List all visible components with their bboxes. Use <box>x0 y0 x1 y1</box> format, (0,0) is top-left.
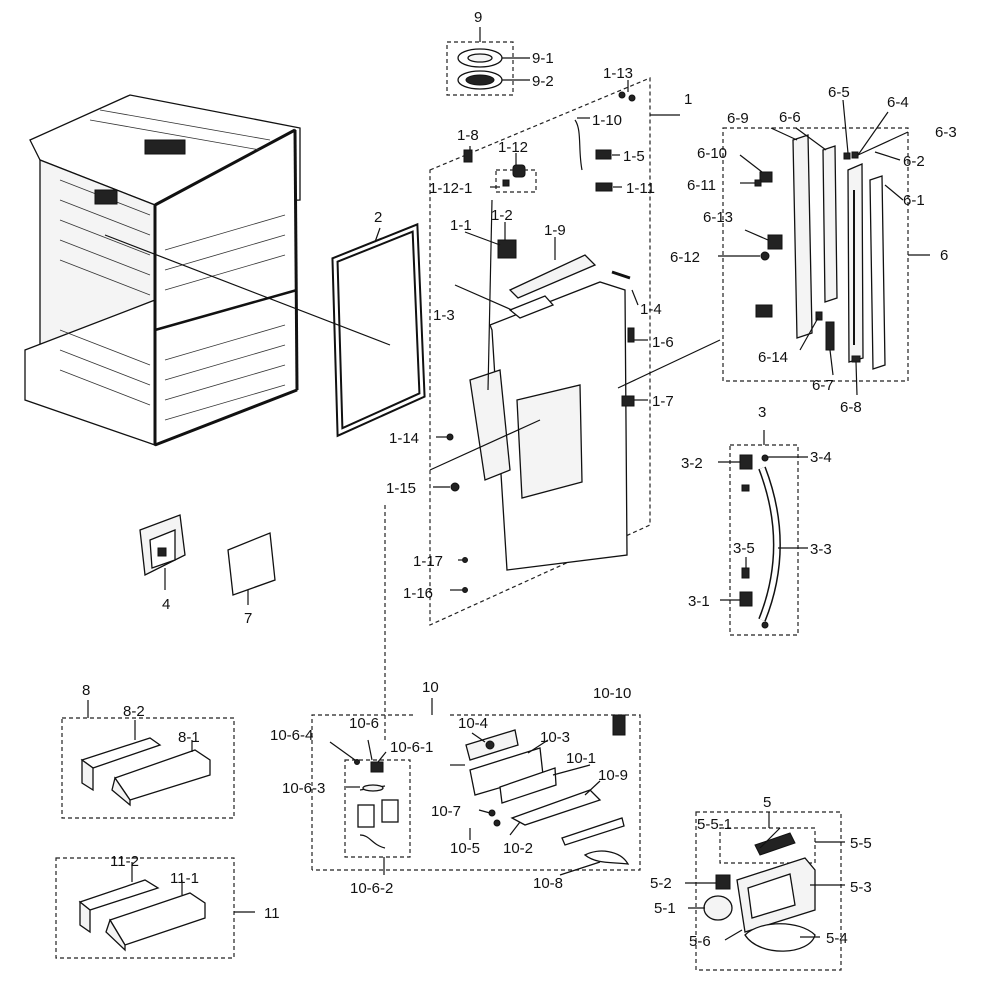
label-1-11: 1-11 <box>626 180 655 197</box>
label-1-16: 1-16 <box>403 585 433 602</box>
label-1-6: 1-6 <box>652 334 674 351</box>
label-10-5: 10-5 <box>450 840 480 857</box>
label-11: 11 <box>264 905 280 922</box>
label-1-12-1: 1-12-1 <box>429 180 472 197</box>
label-6-3: 6-3 <box>935 124 957 141</box>
label-3-5: 3-5 <box>733 540 755 557</box>
label-1-14: 1-14 <box>389 430 419 447</box>
label-1-4: 1-4 <box>640 301 662 318</box>
label-10-4: 10-4 <box>458 715 488 732</box>
label-9: 9 <box>474 9 482 26</box>
label-1: 1 <box>684 91 692 108</box>
label-10-6: 10-6 <box>349 715 379 732</box>
label-10-6-2: 10-6-2 <box>350 880 393 897</box>
label-4: 4 <box>162 596 170 613</box>
label-10-6-4: 10-6-4 <box>270 727 313 744</box>
label-11-1: 11-1 <box>170 870 199 887</box>
label-5-4: 5-4 <box>826 930 848 947</box>
label-10: 10 <box>422 679 439 696</box>
label-9-1: 9-1 <box>532 50 554 67</box>
label-1-13: 1-13 <box>603 65 633 82</box>
label-1-17: 1-17 <box>413 553 443 570</box>
label-1-12: 1-12 <box>498 139 528 156</box>
label-1-8: 1-8 <box>457 127 479 144</box>
label-8-1: 8-1 <box>178 729 200 746</box>
part-labels: 9 9-1 9-2 1-13 1 1-10 1-8 1-12 1-5 1-12-… <box>82 9 957 950</box>
label-3-2: 3-2 <box>681 455 703 472</box>
label-6-14: 6-14 <box>758 349 788 366</box>
label-1-10: 1-10 <box>592 112 622 129</box>
label-1-5: 1-5 <box>623 148 645 165</box>
label-1-2: 1-2 <box>491 207 513 224</box>
label-6-2: 6-2 <box>903 153 925 170</box>
label-10-10: 10-10 <box>593 685 631 702</box>
label-10-6-1: 10-6-1 <box>390 739 433 756</box>
label-6-5: 6-5 <box>828 84 850 101</box>
label-3-1: 3-1 <box>688 593 710 610</box>
label-9-2: 9-2 <box>532 73 554 90</box>
label-1-7: 1-7 <box>652 393 674 410</box>
label-10-3: 10-3 <box>540 729 570 746</box>
label-6-12: 6-12 <box>670 249 700 266</box>
label-1-15: 1-15 <box>386 480 416 497</box>
label-6-11: 6-11 <box>687 177 716 194</box>
label-6: 6 <box>940 247 948 264</box>
label-6-8: 6-8 <box>840 399 862 416</box>
label-10-9: 10-9 <box>598 767 628 784</box>
label-10-2: 10-2 <box>503 840 533 857</box>
label-3: 3 <box>758 404 766 421</box>
label-5-2: 5-2 <box>650 875 672 892</box>
label-5-3: 5-3 <box>850 879 872 896</box>
label-2: 2 <box>374 209 382 226</box>
label-5-5: 5-5 <box>850 835 872 852</box>
label-8: 8 <box>82 682 90 699</box>
label-6-1: 6-1 <box>903 192 925 209</box>
label-10-6-3: 10-6-3 <box>282 780 325 797</box>
label-3-3: 3-3 <box>810 541 832 558</box>
label-5-1: 5-1 <box>654 900 676 917</box>
label-10-7: 10-7 <box>431 803 461 820</box>
label-5-6: 5-6 <box>689 933 711 950</box>
label-1-9: 1-9 <box>544 222 566 239</box>
label-11-2: 11-2 <box>110 853 139 870</box>
label-6-10: 6-10 <box>697 145 727 162</box>
label-6-9: 6-9 <box>727 110 749 127</box>
label-7: 7 <box>244 610 252 627</box>
label-10-8: 10-8 <box>533 875 563 892</box>
cabinet-assembly <box>24 94 301 447</box>
label-5: 5 <box>763 794 771 811</box>
label-6-4: 6-4 <box>887 94 909 111</box>
label-1-1: 1-1 <box>450 217 472 234</box>
label-6-13: 6-13 <box>703 209 733 226</box>
label-10-1: 10-1 <box>566 750 596 767</box>
label-6-6: 6-6 <box>779 109 801 126</box>
door-gasket <box>331 222 426 438</box>
label-5-5-1: 5-5-1 <box>697 816 732 833</box>
label-3-4: 3-4 <box>810 449 832 466</box>
label-8-2: 8-2 <box>123 703 145 720</box>
label-1-3: 1-3 <box>433 307 455 324</box>
label-6-7: 6-7 <box>812 377 834 394</box>
